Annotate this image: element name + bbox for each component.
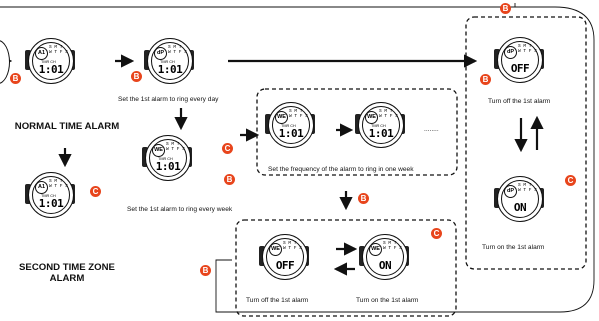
second-zone-alarm-title: SECOND TIME ZONE ALARM: [12, 262, 122, 284]
watch-frequency-2: WE S M T W T F S TMR CH 1:01: [355, 102, 405, 148]
weekday-indicator: S M T W T F S: [168, 45, 187, 55]
mode-label: WE: [369, 243, 382, 256]
sub-indicator: TMR CH: [41, 194, 56, 198]
watch-turn-off-right: dP S M T W T F S OFF: [494, 37, 544, 83]
button-b-badge: B: [10, 73, 21, 84]
sub-indicator: TMR CH: [160, 60, 175, 64]
off-display: OFF: [510, 62, 530, 75]
button-b-badge: B: [358, 193, 369, 204]
on-display: ON: [378, 259, 392, 272]
time-display: 1:01: [38, 63, 64, 76]
frequency-caption: Set the frequency of the alarm to ring i…: [268, 166, 414, 173]
button-b-badge: B: [224, 174, 235, 185]
turn-off-right-caption: Turn off the 1st alarm: [488, 98, 551, 105]
weekday-indicator: S M T W T F S: [166, 142, 185, 152]
button-b-badge: B: [131, 71, 142, 82]
mode-label: dP: [154, 47, 167, 60]
every-week-caption: Set the 1st alarm to ring every week: [127, 206, 233, 213]
weekday-indicator: S M T W T F S: [518, 44, 537, 54]
watch-every-day: dP S M T W T F S TMR CH 1:01: [144, 38, 194, 84]
outer-border: [0, 6, 595, 313]
watch-turn-on-bottom: WE S M T W T F S ON: [359, 234, 409, 280]
turn-off-bottom-caption: Turn off the 1st alarm: [246, 297, 309, 304]
sub-indicator: TMR CH: [281, 124, 296, 128]
time-display: 1:01: [368, 127, 394, 140]
second-zone-alarm-line1: SECOND TIME ZONE: [19, 262, 115, 273]
button-b-badge: B: [500, 3, 511, 14]
button-b-badge: B: [480, 74, 491, 85]
time-display: 1:01: [278, 127, 304, 140]
time-display: 1:01: [155, 160, 181, 173]
mode-label: WE: [365, 111, 378, 124]
turn-on-bottom-caption: Turn on the 1st alarm: [356, 297, 419, 304]
weekday-indicator: S M T W T F S: [518, 183, 537, 193]
weekday-indicator: S M T W T F S: [379, 109, 398, 119]
off-display: OFF: [275, 259, 295, 272]
watch-turn-off-bottom: WE S M T W T F S OFF: [259, 234, 309, 280]
on-off-box-right: [465, 16, 587, 270]
time-display: 1:01: [157, 63, 183, 76]
watch-turn-on-right: dP S M T W T F S ON: [494, 176, 544, 222]
every-day-caption: Set the 1st alarm to ring every day: [118, 96, 219, 103]
normal-time-alarm-title: NORMAL TIME ALARM: [14, 121, 120, 132]
mode-label: WE: [152, 144, 165, 157]
mode-label: A1: [35, 47, 48, 60]
on-off-box-bottom: [235, 219, 457, 317]
button-b-badge: B: [200, 265, 211, 276]
mode-label: WE: [275, 111, 288, 124]
weekday-indicator: S M T W T F S: [49, 45, 68, 55]
weekday-indicator: S M T W T F S: [49, 179, 68, 189]
watch-second-zone-alarm: A1 S M T W T F S TMR CH 1:01: [25, 172, 75, 218]
sub-indicator: TMR CH: [158, 157, 173, 161]
on-display: ON: [513, 201, 527, 214]
ellipsis: ........: [424, 126, 439, 133]
mode-label: WE: [269, 243, 282, 256]
button-c-badge: C: [222, 143, 233, 154]
weekday-indicator: S M T W T F S: [283, 241, 302, 251]
turn-on-right-caption: Turn on the 1st alarm: [482, 244, 545, 251]
sub-indicator: TMR CH: [41, 60, 56, 64]
button-c-badge: C: [565, 175, 576, 186]
weekday-indicator: S M T W T F S: [383, 241, 402, 251]
watch-normal-alarm: A1 S M T W T F S TMR CH 1:01: [25, 38, 75, 84]
time-display: 1:01: [38, 197, 64, 210]
sub-indicator: TMR CH: [371, 124, 386, 128]
watch-every-week: WE S M T W T F S TMR CH 1:01: [142, 135, 192, 181]
button-c-badge: C: [431, 228, 442, 239]
weekday-indicator: S M T W T F S: [289, 109, 308, 119]
button-c-badge: C: [90, 186, 101, 197]
mode-label: dP: [504, 46, 517, 59]
mode-label: A1: [35, 181, 48, 194]
mode-label: dP: [504, 185, 517, 198]
watch-frequency-1: WE S M T W T F S TMR CH 1:01: [265, 102, 315, 148]
weekly-frequency-box: [256, 88, 458, 176]
second-zone-alarm-line2: ALARM: [49, 273, 85, 284]
